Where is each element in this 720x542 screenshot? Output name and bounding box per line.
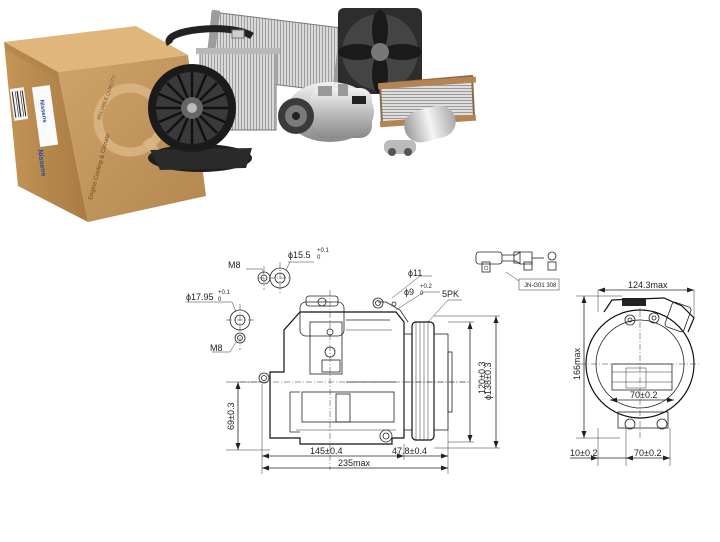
label-dia-17-tol-top: +0.1 <box>218 290 231 296</box>
label-dim-124: 124.3max <box>628 280 668 290</box>
label-dia-17-tol-bottom: 0 <box>218 297 222 303</box>
front-view-drawing: M8 ϕ15.5 +0.1 0 ϕ17.95 +0.1 0 M8 ϕ11 ϕ9 … <box>186 248 500 474</box>
connector-label: JN-G01 308 <box>524 283 557 289</box>
label-dim-47: 47.8±0.4 <box>392 446 427 456</box>
side-view-drawing: 124.3max 166max 70±0.2 10±0.2 70±0.2 <box>570 280 700 466</box>
connector-detail: JN-G01 308 <box>475 251 560 291</box>
label-dim-69: 69±0.3 <box>226 403 236 430</box>
label-dia-9: ϕ9 <box>404 287 414 297</box>
label-dia-15-tol-top: +0.1 <box>317 248 330 254</box>
label-dim-10: 10±0.2 <box>570 448 597 458</box>
label-dia-15: ϕ15.5 <box>288 250 311 260</box>
label-dia-9-tol-bottom: 0 <box>420 291 424 297</box>
svg-text:Nissens: Nissens <box>36 149 47 177</box>
label-dim-235: 235max <box>338 458 371 468</box>
compressor-photo <box>278 82 374 142</box>
top-port-detail <box>246 261 314 295</box>
receiver-dryer-photo <box>384 105 456 156</box>
label-dia-9-tol-top: +0.2 <box>420 284 433 290</box>
blower-motor-photo <box>148 64 252 172</box>
label-m8-bottom: M8 <box>210 343 223 353</box>
label-dia-15-tol-bottom: 0 <box>317 255 321 261</box>
label-dim-70-outer: 70±0.2 <box>634 448 661 458</box>
label-dim-70-inner: 70±0.2 <box>630 390 657 400</box>
left-port-detail <box>186 301 256 353</box>
label-dim-138: ϕ138±0.3 <box>483 362 493 400</box>
pulley-assembly <box>403 321 470 441</box>
label-pulley: 5PK <box>442 289 459 299</box>
label-dim-166: 166max <box>572 347 582 380</box>
radiator-fan-photo <box>338 8 422 94</box>
compressor-front-body <box>258 295 409 445</box>
product-photo: Nissens Nissens Engine Cooling & Climate… <box>4 8 477 222</box>
label-dia-17: ϕ17.95 <box>186 292 214 302</box>
label-dim-120: 120±0.3 <box>477 362 487 394</box>
label-dim-145: 145±0.4 <box>310 446 342 456</box>
evaporator-photo <box>165 25 280 131</box>
label-m8-top: M8 <box>228 260 241 270</box>
box-brand-label: Nissens <box>38 99 47 123</box>
label-dia-11: ϕ11 <box>408 268 422 278</box>
